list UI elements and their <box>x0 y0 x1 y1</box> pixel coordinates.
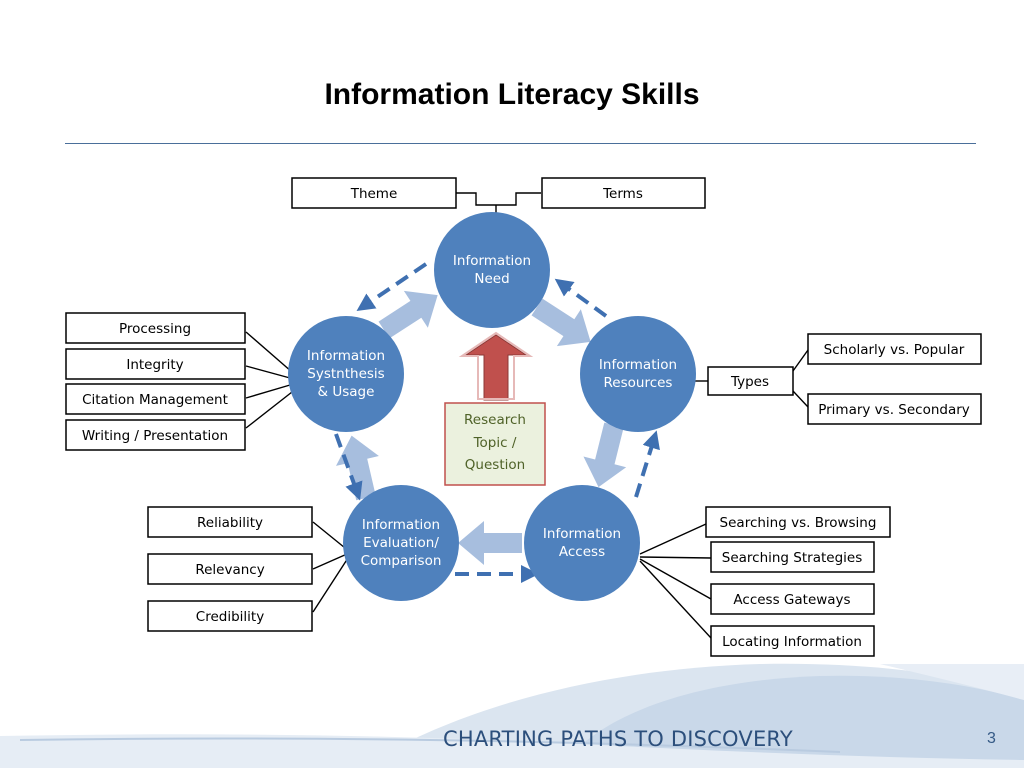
access-line2: Access <box>559 544 605 560</box>
box-relevancy-label: Relevancy <box>195 562 264 578</box>
access-line1: Information <box>543 526 621 542</box>
page-number: 3 <box>987 730 996 747</box>
box-terms-label: Terms <box>602 186 643 202</box>
evaluation-line2: Evaluation/ <box>363 535 439 551</box>
box-scholarly-label: Scholarly vs. Popular <box>824 342 965 358</box>
research-topic-line3: Question <box>465 457 525 473</box>
title-divider <box>65 143 976 144</box>
box-relevancy <box>147 553 313 585</box>
research-topic-line1: Research <box>464 412 526 428</box>
center-up-arrow <box>464 334 528 401</box>
dashed-arrow-resources-to-need <box>554 278 608 318</box>
box-gateways-label: Access Gateways <box>733 592 850 608</box>
synthesis-line3: & Usage <box>318 384 375 400</box>
box-reliability <box>147 506 313 538</box>
box-credibility-label: Credibility <box>196 609 264 625</box>
evaluation-line1: Information <box>362 517 440 533</box>
center-up-arrow-outline <box>458 331 534 400</box>
box-types <box>707 366 794 396</box>
box-primary <box>807 393 982 425</box>
dashed-arrow-need-to-synthesis <box>356 262 428 312</box>
research-topic-box <box>444 402 546 486</box>
box-searching-browsing-label: Searching vs. Browsing <box>720 515 877 531</box>
circle-information-access <box>524 485 640 601</box>
box-scholarly <box>807 333 982 365</box>
flow-arrow-resources-to-access <box>583 422 627 488</box>
box-gateways <box>710 583 875 615</box>
skill-circles <box>288 212 696 601</box>
synthesis-line1: Information <box>307 348 385 364</box>
need-line1: Information <box>453 253 531 269</box>
box-reliability-label: Reliability <box>197 515 263 531</box>
synthesis-line2: Systnthesis <box>307 366 384 382</box>
dashed-arrow-synthesis-to-evaluation <box>334 433 363 501</box>
dashed-arrows <box>334 262 660 583</box>
box-theme-label: Theme <box>350 186 398 202</box>
evaluation-line3: Comparison <box>361 553 442 569</box>
need-line2: Need <box>474 271 509 287</box>
footer-tagline: CHARTING PATHS TO DISCOVERY <box>443 727 793 751</box>
box-strategies <box>710 541 875 573</box>
box-integrity-label: Integrity <box>126 357 183 373</box>
flow-arrow-access-to-evaluation <box>458 521 522 565</box>
box-theme <box>291 177 457 209</box>
box-integrity <box>65 348 246 380</box>
circle-information-resources <box>580 316 696 432</box>
box-searching-browsing <box>705 506 891 538</box>
circle-information-evaluation <box>343 485 459 601</box>
box-processing <box>65 312 246 344</box>
box-processing-label: Processing <box>119 321 191 337</box>
flow-arrow-evaluation-to-synthesis <box>336 435 379 501</box>
box-primary-label: Primary vs. Secondary <box>818 402 970 418</box>
research-topic-line2: Topic / <box>473 435 517 451</box>
box-writing <box>65 419 246 451</box>
circle-information-need <box>434 212 550 328</box>
box-citation <box>65 383 246 415</box>
dashed-arrow-access-to-resources <box>634 430 660 498</box>
resources-line2: Resources <box>604 375 673 391</box>
slide-title: Information Literacy Skills <box>324 78 700 111</box>
flow-arrow-need-to-resources <box>531 298 591 347</box>
box-types-label: Types <box>730 374 769 390</box>
label-boxes <box>65 177 982 657</box>
box-citation-label: Citation Management <box>82 392 228 408</box>
box-terms <box>541 177 706 209</box>
resources-line1: Information <box>599 357 677 373</box>
circle-information-synthesis <box>288 316 404 432</box>
flow-arrows <box>336 290 627 565</box>
flow-arrow-synthesis-to-need <box>378 290 438 339</box>
footer-swoosh <box>0 663 1024 768</box>
box-writing-label: Writing / Presentation <box>82 428 228 444</box>
box-locating-label: Locating Information <box>722 634 862 650</box>
box-strategies-label: Searching Strategies <box>722 550 863 566</box>
box-credibility <box>147 600 313 632</box>
box-locating <box>710 625 875 657</box>
